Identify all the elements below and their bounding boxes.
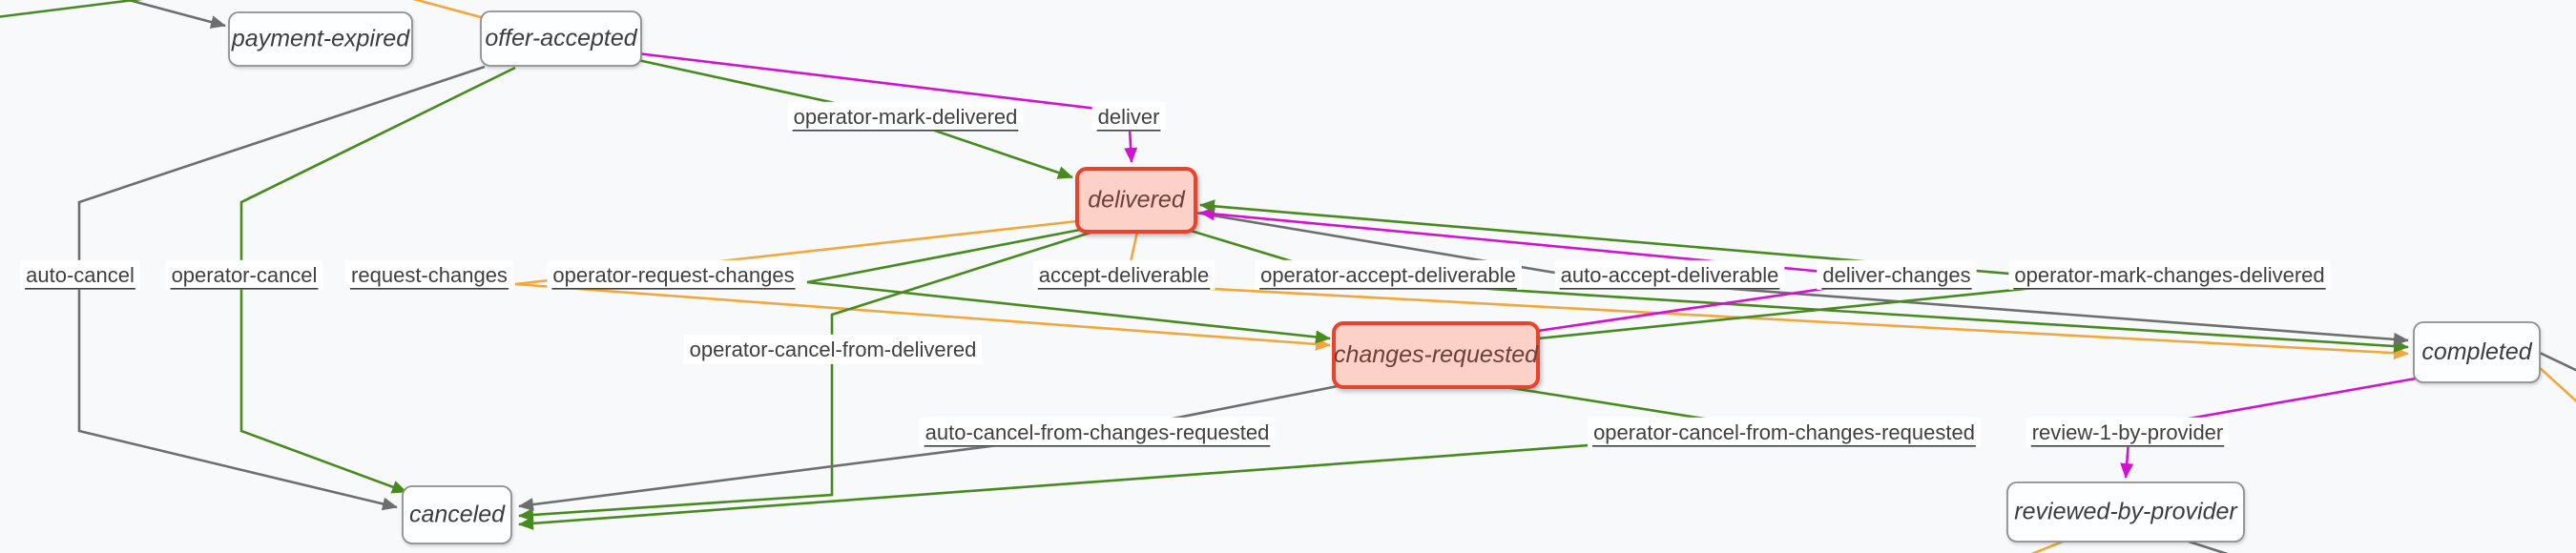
- transition-label-text[interactable]: operator-cancel: [172, 263, 318, 287]
- edge-operator-cancel-from-delivered: [518, 230, 1094, 522]
- transition-label-operator-accept-deliverable[interactable]: operator-accept-deliverable: [1255, 259, 1522, 290]
- transition-label-text[interactable]: operator-mark-delivered: [794, 105, 1018, 129]
- node-box[interactable]: [402, 485, 512, 544]
- edge-outgoing-reviewed-orange: [2030, 540, 2064, 553]
- node-completed[interactable]: completed: [2413, 321, 2541, 383]
- transition-label-auto-cancel[interactable]: auto-cancel: [20, 259, 140, 290]
- node-label: payment-expired: [231, 26, 410, 52]
- node-payment-expired[interactable]: payment-expired: [228, 11, 413, 67]
- node-box[interactable]: [228, 11, 413, 67]
- transition-label-text[interactable]: review-1-by-provider: [2032, 420, 2224, 444]
- node-box[interactable]: [480, 10, 642, 67]
- label-chip: [1255, 259, 1522, 290]
- node-changes-requested[interactable]: changes-requested: [1332, 321, 1540, 389]
- node-label: offer-accepted: [485, 25, 637, 51]
- transition-label-text: operator-cancel-from-delivered: [690, 338, 977, 361]
- node-label: reviewed-by-provider: [2014, 499, 2238, 525]
- label-chip: [1817, 259, 1977, 290]
- edge-incoming-offer-accepted: [412, 0, 503, 26]
- transition-labels-layer: auto-cancel operator-cancel request-change…: [20, 101, 2331, 447]
- transition-label-request-changes[interactable]: request-changes: [345, 259, 513, 290]
- transition-label-text[interactable]: operator-cancel-from-changes-requested: [1593, 420, 1975, 444]
- node-label: changes-requested: [1334, 341, 1539, 368]
- node-delivered[interactable]: delivered: [1075, 167, 1197, 234]
- transition-label-text[interactable]: auto-cancel: [26, 263, 135, 287]
- node-reviewed-by-provider[interactable]: reviewed-by-provider: [2006, 481, 2245, 543]
- transition-label-text[interactable]: auto-accept-deliverable: [1561, 263, 1779, 287]
- transition-label-text[interactable]: request-changes: [351, 263, 508, 287]
- edge-incoming-payment-expired: [123, 0, 226, 29]
- label-chip: [1554, 259, 1785, 290]
- label-chip: [1588, 417, 1981, 447]
- label-chip: [787, 101, 1024, 132]
- transition-label-operator-mark-changes-delivered[interactable]: operator-mark-changes-delivered: [2008, 259, 2331, 290]
- edge-operator-cancel: [239, 66, 516, 494]
- label-chip: [1032, 259, 1215, 290]
- label-chip: [1091, 101, 1166, 132]
- edge-operator-request-changes: [806, 228, 1331, 344]
- transition-label-text[interactable]: operator-accept-deliverable: [1260, 263, 1516, 287]
- transition-label-deliver-changes[interactable]: deliver-changes: [1817, 259, 1977, 290]
- edge-request-changes: [514, 219, 1331, 351]
- edge-outgoing-completed-gray: [2539, 351, 2576, 372]
- label-chip: [547, 259, 800, 290]
- node-label: completed: [2421, 338, 2532, 365]
- label-chip: [345, 259, 513, 290]
- transition-label-text[interactable]: operator-request-changes: [552, 263, 794, 287]
- transition-label-text[interactable]: deliver: [1098, 105, 1160, 129]
- label-chip: [20, 259, 140, 290]
- transition-label-text[interactable]: accept-deliverable: [1039, 263, 1210, 287]
- node-canceled[interactable]: canceled: [402, 485, 512, 544]
- node-box[interactable]: [1332, 321, 1540, 389]
- label-chip: [165, 259, 323, 290]
- transition-label-auto-cancel-from-changes-requested[interactable]: auto-cancel-from-changes-requested: [919, 417, 1276, 447]
- transition-label-review-1-by-provider[interactable]: review-1-by-provider: [2025, 417, 2230, 447]
- node-offer-accepted[interactable]: offer-accepted: [480, 10, 642, 67]
- transition-label-operator-request-changes[interactable]: operator-request-changes: [547, 259, 800, 290]
- label-chip: [2008, 259, 2331, 290]
- transition-label-deliver[interactable]: deliver: [1091, 101, 1166, 132]
- node-label: delivered: [1088, 187, 1186, 214]
- state-nodes-layer: payment-expired offer-accepted delivered ch…: [228, 10, 2541, 544]
- edge-outgoing-reviewed-gray: [2188, 540, 2229, 553]
- transition-label-text[interactable]: auto-cancel-from-changes-requested: [925, 420, 1270, 444]
- node-box[interactable]: [1075, 167, 1197, 234]
- label-chip: [919, 417, 1276, 447]
- edge-outgoing-completed-orange: [2537, 365, 2576, 403]
- label-chip: [683, 334, 983, 364]
- transition-label-auto-accept-deliverable[interactable]: auto-accept-deliverable: [1554, 259, 1785, 290]
- edge-auto-cancel: [77, 65, 486, 511]
- edge-clipped-top-left: [0, 0, 144, 18]
- transition-label-operator-cancel-from-changes-requested[interactable]: operator-cancel-from-changes-requested: [1588, 417, 1981, 447]
- node-box[interactable]: [2006, 481, 2245, 543]
- node-box[interactable]: [2413, 321, 2541, 383]
- node-label: canceled: [409, 502, 506, 528]
- transition-label-accept-deliverable[interactable]: accept-deliverable: [1032, 259, 1215, 290]
- transition-label-operator-cancel[interactable]: operator-cancel: [165, 259, 323, 290]
- transition-label-text[interactable]: operator-mark-changes-delivered: [2014, 263, 2324, 287]
- transition-label-text[interactable]: deliver-changes: [1822, 263, 1970, 287]
- transition-label-operator-mark-delivered[interactable]: operator-mark-delivered: [787, 101, 1024, 132]
- label-chip: [2025, 417, 2230, 447]
- transition-label-operator-cancel-from-delivered: operator-cancel-from-delivered: [683, 334, 983, 364]
